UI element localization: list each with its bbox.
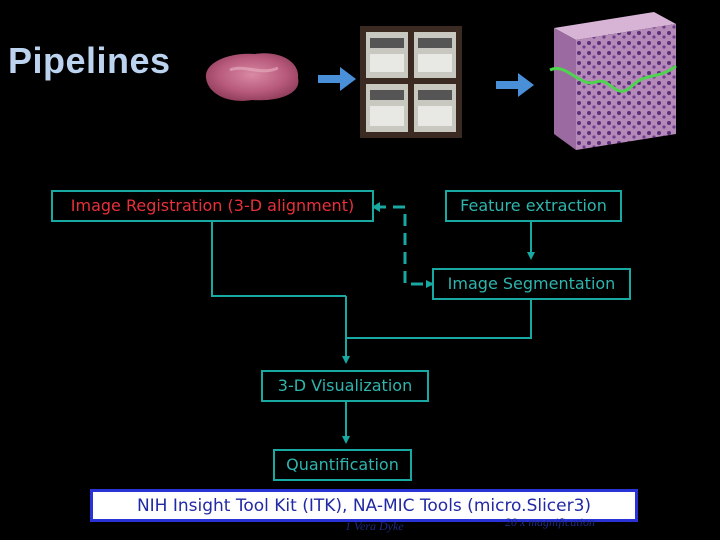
tools-banner: NIH Insight Tool Kit (ITK), NA-MIC Tools… xyxy=(90,489,638,522)
footer-text-fragment: 1 Vera Dyke xyxy=(345,519,404,533)
footer-text-fragment: 20 x magnification xyxy=(505,515,595,529)
node-feature-extraction: Feature extraction xyxy=(445,190,622,222)
node-image-segmentation: Image Segmentation xyxy=(432,268,631,300)
slides-image xyxy=(360,26,462,138)
node-image-registration: Image Registration (3-D alignment) xyxy=(51,190,374,222)
node-3d-visualization: 3-D Visualization xyxy=(261,370,429,402)
arrow-right-icon xyxy=(496,73,534,97)
histology-image xyxy=(549,12,677,150)
page-title: Pipelines xyxy=(8,40,171,81)
arrow-right-icon xyxy=(318,67,356,91)
node-quantification: Quantification xyxy=(273,449,412,481)
tissue-image xyxy=(205,53,299,101)
